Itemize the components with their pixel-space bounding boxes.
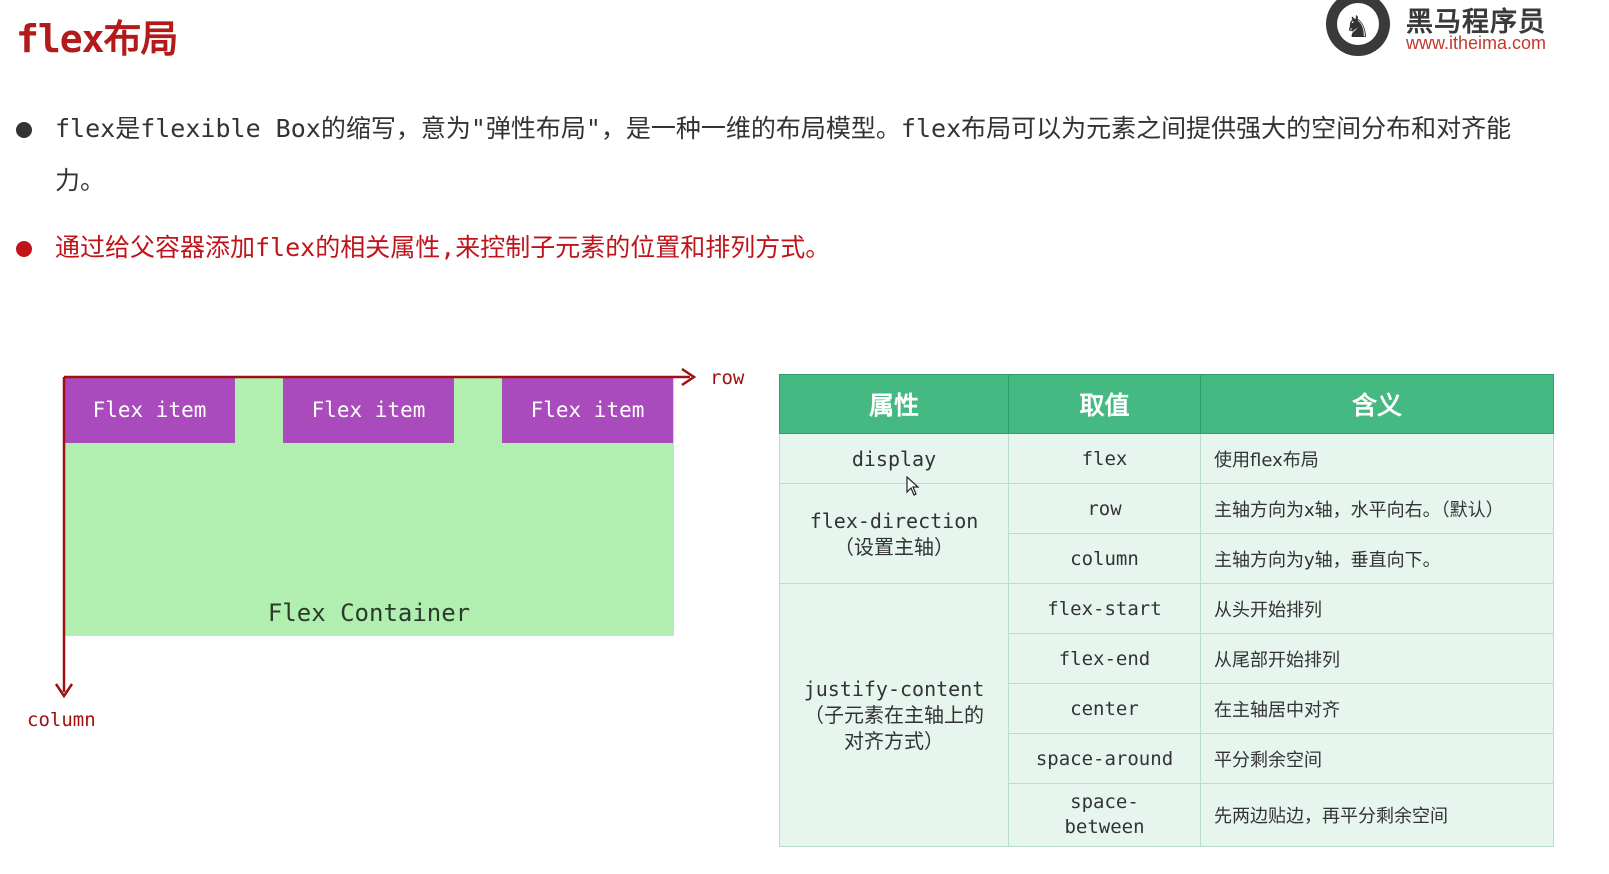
header-value: 取值	[1008, 374, 1201, 434]
table-row: column 主轴方向为y轴，垂直向下。	[780, 533, 1554, 584]
horse-glyph-icon: ♞	[1344, 10, 1371, 45]
bullet-text: 通过给父容器添加flex的相关属性,来控制子元素的位置和排列方式。	[55, 233, 831, 262]
value-cell: space-around	[1008, 733, 1201, 784]
value-cell: flex-start	[1008, 583, 1201, 634]
brand-logo: ♞ 黑马程序员 www.itheima.com	[1322, 0, 1582, 60]
logo-name: 黑马程序员	[1406, 7, 1546, 38]
bullet-point-highlight: 通过给父容器添加flex的相关属性,来控制子元素的位置和排列方式。	[16, 222, 1545, 274]
meaning-cell: 从头开始排列	[1200, 583, 1554, 634]
table-row: justify-content （子元素在主轴上的 对齐方式） flex-sta…	[779, 583, 1554, 847]
property-cell: justify-content （子元素在主轴上的 对齐方式）	[779, 583, 1009, 847]
mouse-cursor-icon	[906, 476, 920, 496]
page-title: flex布局	[16, 17, 179, 61]
table-row: display flex 使用flex布局	[779, 433, 1554, 484]
horse-logo-icon	[1326, 0, 1390, 56]
meaning-cell: 主轴方向为y轴，垂直向下。	[1200, 533, 1554, 584]
column-axis-label: column	[27, 709, 96, 731]
value-cell: row	[1008, 483, 1201, 534]
value-cell: column	[1008, 533, 1201, 584]
row-axis-label: row	[710, 367, 745, 389]
bullet-text: flex是flexible Box的缩写，意为"弹性布局"，是一种一维的布局模型…	[55, 114, 1512, 195]
header-property: 属性	[779, 374, 1009, 434]
table-row: flex-direction （设置主轴） row 主轴方向为x轴，水平向右。（…	[779, 483, 1554, 584]
meaning-cell: 从尾部开始排列	[1200, 633, 1554, 684]
logo-url: www.itheima.com	[1406, 33, 1547, 53]
value-cell: center	[1008, 683, 1201, 734]
meaning-cell: 使用flex布局	[1200, 433, 1554, 484]
row-arrow-icon	[681, 367, 697, 387]
flex-diagram: Flex item Flex item Flex item Flex Conta…	[0, 360, 770, 760]
property-cell: flex-direction （设置主轴）	[779, 483, 1009, 584]
flex-container-label: Flex Container	[267, 599, 471, 627]
flex-item: Flex item	[64, 377, 235, 443]
value-cell: space- between	[1008, 783, 1201, 847]
flex-properties-table: 属性 取值 含义 display flex 使用flex布局 flex-dire…	[779, 374, 1554, 847]
table-row: space- between 先两边贴边，再平分剩余空间	[780, 783, 1554, 847]
meaning-cell: 在主轴居中对齐	[1200, 683, 1554, 734]
column-arrow-icon	[54, 683, 74, 699]
flex-item: Flex item	[502, 377, 673, 443]
meaning-cell: 平分剩余空间	[1200, 733, 1554, 784]
flex-container-box: Flex item Flex item Flex item Flex Conta…	[64, 377, 674, 636]
property-cell: display	[779, 433, 1009, 484]
meaning-cell: 主轴方向为x轴，水平向右。（默认）	[1200, 483, 1554, 534]
meaning-cell: 先两边贴边，再平分剩余空间	[1200, 783, 1554, 847]
value-cell: flex-end	[1008, 633, 1201, 684]
bullet-point: flex是flexible Box的缩写，意为"弹性布局"，是一种一维的布局模型…	[16, 103, 1545, 207]
bullet-dot-icon	[16, 122, 32, 138]
table-row: flex-end 从尾部开始排列	[780, 633, 1554, 684]
header-meaning: 含义	[1200, 374, 1554, 434]
flex-item: Flex item	[283, 377, 454, 443]
table-row: center 在主轴居中对齐	[780, 683, 1554, 734]
value-cell: flex	[1008, 433, 1201, 484]
bullet-dot-icon	[16, 241, 32, 257]
axis-arrows	[54, 367, 697, 699]
